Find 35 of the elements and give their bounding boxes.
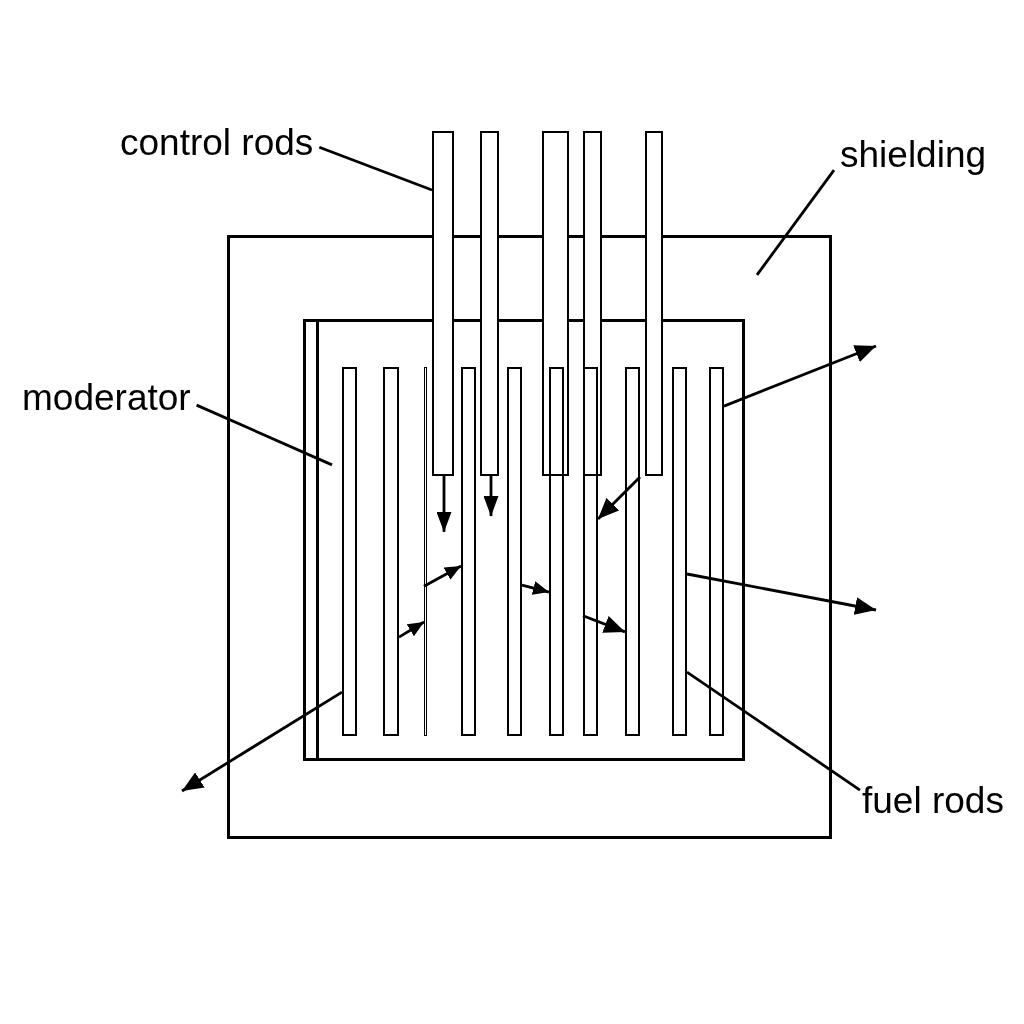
fuel-rod [507, 367, 522, 736]
fuel-rod [383, 367, 399, 736]
neutron-arrow [483, 476, 499, 517]
part-label: fuel rods [862, 780, 1004, 822]
neutron-arrow [723, 344, 877, 408]
neutron-arrow [398, 620, 425, 639]
control-rod [542, 131, 569, 476]
neutron-arrow [582, 614, 626, 634]
fuel-rod [709, 367, 724, 736]
leader-line [755, 169, 836, 276]
fuel-rod [583, 367, 598, 736]
neutron-arrow [521, 581, 550, 595]
part-label: moderator [22, 377, 191, 419]
control-rod [480, 131, 499, 476]
fuel-rod [549, 367, 564, 736]
fuel-rod [424, 367, 427, 736]
neutron-arrow [597, 476, 641, 520]
control-rod [432, 131, 454, 476]
shielding-enclosure [227, 235, 832, 839]
neutron-arrow [686, 572, 877, 615]
part-label: shielding [840, 134, 987, 176]
moderator-vessel [303, 319, 745, 761]
neutron-arrow [181, 690, 343, 793]
part-label: control rods [120, 122, 314, 164]
leader-line [318, 145, 433, 192]
neutron-arrow [436, 476, 452, 532]
neutron-arrow [423, 564, 462, 588]
fuel-rod [672, 367, 687, 736]
fuel-rod [461, 367, 476, 736]
leader-line [196, 403, 333, 467]
control-rod [645, 131, 663, 476]
leader-line [686, 671, 861, 792]
fuel-rod [625, 367, 640, 736]
fuel-rod [342, 367, 357, 736]
control-rod [583, 131, 602, 476]
